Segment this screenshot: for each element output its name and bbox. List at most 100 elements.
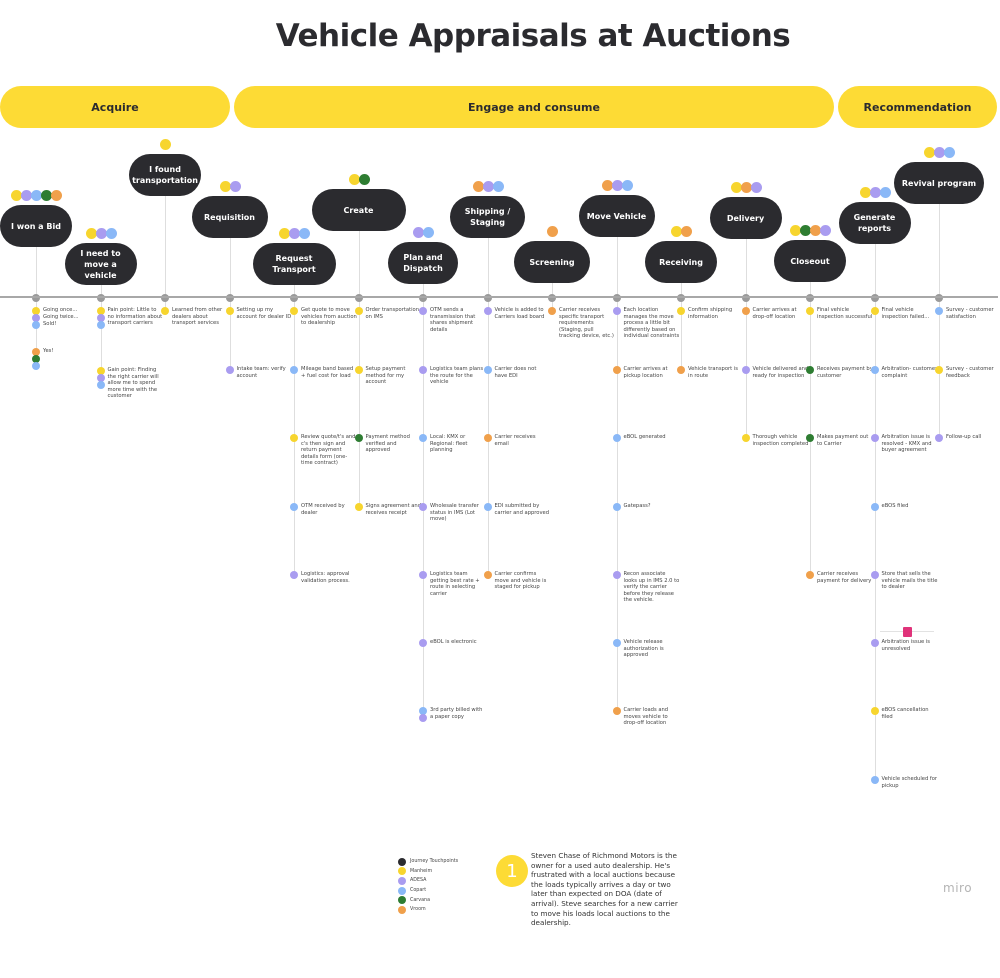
stage-requisition[interactable]: Requisition (191, 196, 268, 238)
stage-closeout[interactable]: Closeout (774, 240, 846, 282)
touchpoint-note: 3rd party billed with a paper copy (430, 707, 483, 720)
vroom-dot-icon (547, 226, 558, 237)
touchpoint-note: Wholesale transfer status in IMS (Lot mo… (430, 503, 479, 523)
copart-dot-icon (483, 503, 492, 511)
stage-create[interactable]: Create (311, 189, 406, 231)
adesa-dot-icon (419, 639, 427, 647)
persona-description: Steven Chase of Richmond Motors is the o… (531, 851, 678, 928)
touchpoint-note: Carrier receives specific transport requ… (559, 307, 614, 340)
vroom-dot-icon (601, 180, 613, 191)
copart-dot-icon (31, 190, 42, 201)
item-connector (681, 297, 682, 374)
touchpoint-note: Survey - customer feedback (946, 366, 994, 379)
item-connector (874, 297, 876, 784)
timeline-node (32, 294, 40, 302)
legend-label: Copart (410, 888, 427, 894)
touchpoint-note: Local: KMX or Regional: fleet planning (430, 434, 468, 454)
copart-dot-icon (96, 381, 105, 389)
touchpoint-note: Carrier arrives at pickup location (623, 366, 668, 379)
adesa-dot-icon (869, 187, 881, 198)
persona-number-badge: 1 (496, 855, 528, 887)
timeline-node (290, 294, 298, 302)
legend-label: Manheim (410, 868, 433, 874)
touchpoint-note: OTM sends a transmission that shares shi… (430, 307, 476, 333)
adesa-dot-icon (225, 366, 234, 374)
touchpoint-note: Yes! (43, 348, 54, 354)
touchpoint-note: Setting up my account for dealer ID (236, 307, 292, 320)
manheim-dot-icon (790, 225, 801, 236)
vroom-dot-icon (810, 225, 821, 236)
legend-item-copart: Copart (398, 886, 458, 896)
copart-dot-icon (32, 321, 40, 329)
stage-i-need-to-move-a-vehicle[interactable]: I need to move a vehicle (64, 243, 137, 285)
stage-i-won-a-bid[interactable]: I won a Bid (0, 205, 72, 247)
carvana-dot-icon (398, 896, 406, 905)
touchpoint-note: eBOL generated (623, 434, 666, 440)
item-connector (100, 297, 102, 375)
carvana-dot-icon (358, 174, 370, 185)
touchpoint-note: Vehicle release authorization is approve… (623, 639, 664, 659)
manheim-dot-icon (870, 707, 879, 715)
touchpoint-note: Logistics: approval validation process. (301, 571, 350, 584)
copart-dot-icon (612, 503, 621, 511)
item-connector (229, 297, 231, 374)
adesa-dot-icon (96, 314, 105, 322)
touchpoint-note: Recon associate looks up in IMS 2.0 to v… (623, 571, 680, 604)
touchpoint-note: Thorough vehicle inspection completed (752, 434, 809, 447)
manheim-dot-icon (290, 307, 298, 315)
touchpoint-note: Vehicle transport is in route (688, 366, 738, 379)
stage-i-found-transportation[interactable]: I found transportation (129, 154, 201, 196)
adesa-dot-icon (32, 314, 40, 322)
miro-watermark: miro (943, 881, 973, 895)
copart-dot-icon (879, 187, 891, 198)
stage-shipping-staging[interactable]: Shipping / Staging (450, 196, 525, 238)
copart-dot-icon (105, 228, 117, 239)
timeline-node (548, 294, 556, 302)
timeline-node (225, 294, 234, 302)
touchpoint-note: Learned from other dealers about transpo… (172, 307, 223, 327)
manheim-dot-icon (32, 307, 40, 315)
copart-dot-icon (423, 227, 434, 238)
vroom-dot-icon (681, 226, 692, 237)
stage-delivery[interactable]: Delivery (709, 197, 782, 239)
adesa-dot-icon (870, 434, 879, 442)
adesa-dot-icon (870, 639, 879, 647)
copart-dot-icon (944, 147, 955, 158)
stage-move-vehicle[interactable]: Move Vehicle (578, 195, 655, 237)
stage-plan-and-dispatch[interactable]: Plan and Dispatch (388, 242, 458, 284)
stage-connector (681, 283, 682, 297)
adesa-dot-icon (741, 366, 750, 374)
touchpoint-note: eBOS filed (881, 503, 909, 509)
timeline-node (741, 294, 750, 302)
comment-marker-icon[interactable] (903, 627, 912, 637)
manheim-dot-icon (806, 307, 814, 315)
adesa-dot-icon (935, 434, 943, 442)
touchpoint-note: eBOL is electronic (430, 639, 477, 645)
manheim-dot-icon (85, 228, 97, 239)
stage-generate-reports[interactable]: Generate reports (838, 202, 911, 244)
stage-request-transport[interactable]: Request Transport (252, 243, 336, 285)
touchpoint-note: Get quote to move vehicles from auction … (301, 307, 357, 327)
stage-revival-program[interactable]: Revival program (894, 162, 984, 204)
manheim-dot-icon (870, 307, 879, 315)
touchpoint-note: Carrier receives payment for delivery (817, 571, 872, 584)
phase-recommendation: Recommendation (838, 86, 997, 128)
stage-receiving[interactable]: Receiving (645, 241, 717, 283)
touchpoint-note: Carrier loads and moves vehicle to drop-… (623, 707, 669, 727)
touchpoint-note: Gain point: Finding the right carrier wi… (107, 367, 159, 400)
touchpoint-note: Mileage band based + fuel cost for load (301, 366, 354, 379)
carvana-dot-icon (354, 434, 363, 442)
touchpoint-note: Payment method verified and approved (365, 434, 410, 454)
manheim-dot-icon (671, 226, 682, 237)
manheim-dot-icon (398, 867, 406, 876)
carvana-dot-icon (800, 225, 811, 236)
touchpoint-note: Final vehicle inspection failed... (881, 307, 930, 320)
item-connector (552, 297, 553, 315)
stage-screening[interactable]: Screening (514, 241, 590, 283)
phase-acquire: Acquire (0, 86, 230, 128)
timeline-node (161, 294, 169, 302)
touchpoint-note: Makes payment out to Carrier (817, 434, 869, 447)
carvana-dot-icon (806, 434, 814, 442)
manheim-dot-icon (290, 434, 298, 442)
timeline-node (677, 294, 685, 302)
